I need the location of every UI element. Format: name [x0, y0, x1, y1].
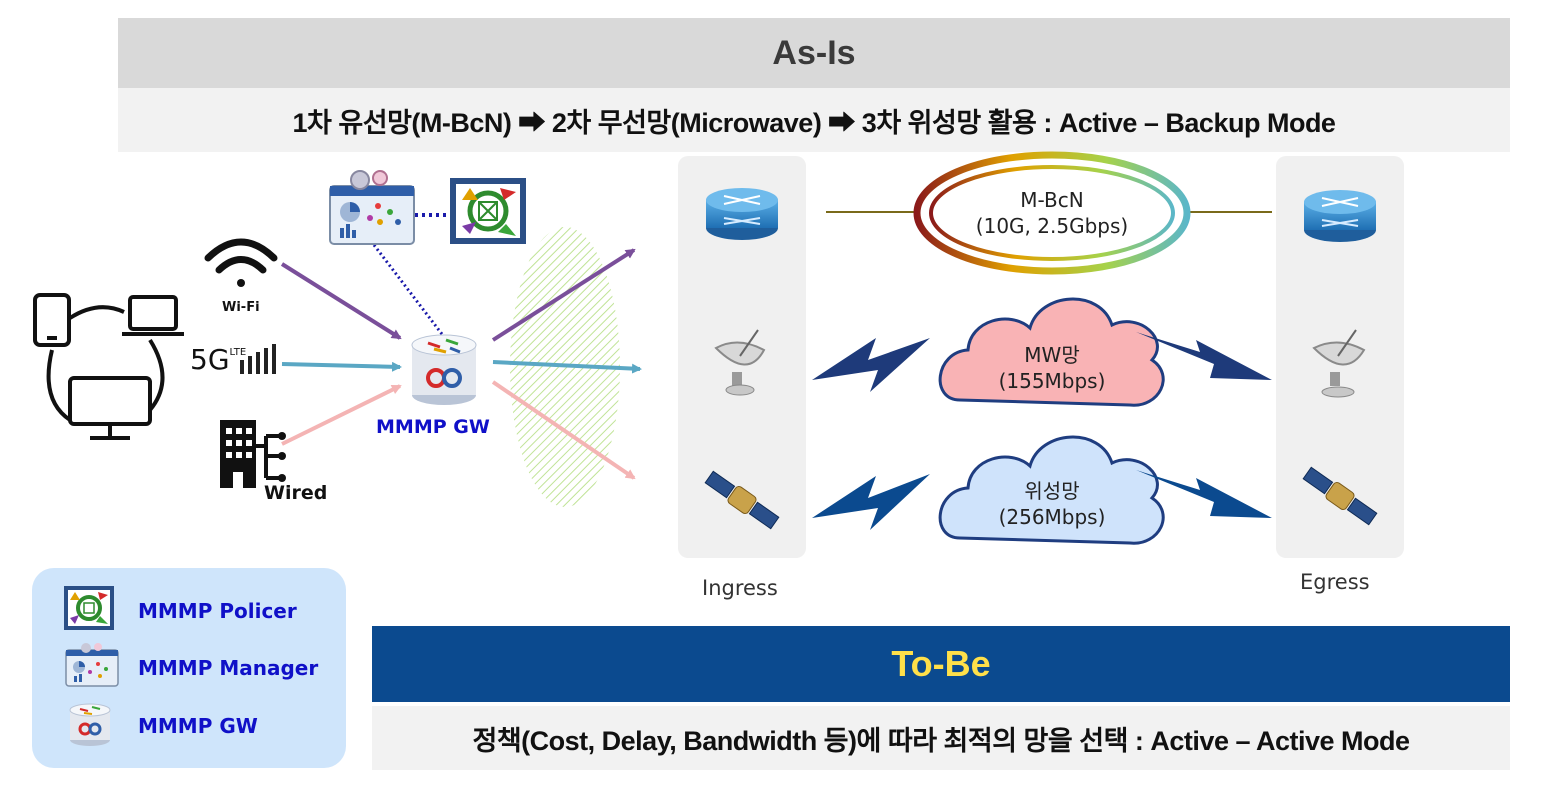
cellular-label: 5GLTE	[190, 343, 246, 376]
legend-gateway-label: MMMP GW	[138, 714, 258, 738]
satellite-name: 위성망	[1024, 479, 1080, 503]
wifi-label: Wi-Fi	[222, 300, 260, 315]
gateway-label: MMMP GW	[376, 416, 490, 438]
egress-label: Egress	[1300, 570, 1370, 594]
mw-label: MW망 (155Mbps)	[952, 342, 1152, 394]
legend-manager-icon	[65, 643, 119, 687]
to-be-description-band: 정책(Cost, Delay, Bandwidth 등)에 따라 최적의 망을 …	[372, 706, 1510, 770]
cellular-sup: LTE	[229, 347, 247, 358]
mw-bolt-left	[812, 338, 930, 392]
ingress-router-icon	[706, 188, 778, 240]
legend-gateway-icon	[69, 703, 111, 746]
satellite-detail: (256Mbps)	[998, 505, 1106, 529]
cellular-path-arrow	[281, 361, 402, 372]
legend-panel: MMMP Policer MMMP Manager MMMP GW	[32, 568, 346, 768]
egress-router-icon	[1304, 190, 1376, 242]
legend-policer-label: MMMP Policer	[138, 599, 297, 623]
ingress-label: Ingress	[702, 576, 778, 600]
wired-path-arrow	[281, 384, 402, 446]
gw-out-arrow-bottom	[491, 380, 636, 480]
sat-bolt-left	[812, 474, 930, 530]
satellite-label: 위성망 (256Mbps)	[952, 478, 1152, 530]
as-is-description: 1차 유선망(M-BcN) ➡ 2차 무선망(Microwave) ➡ 3차 위…	[292, 107, 1336, 138]
as-is-title: As-Is	[772, 33, 856, 72]
ingress-satellite-icon	[704, 470, 780, 530]
mbcn-detail: (10G, 2.5Gbps)	[975, 214, 1129, 238]
legend-manager-label: MMMP Manager	[138, 656, 319, 680]
gw-out-arrow-mid	[492, 360, 642, 374]
satellite-cloud	[938, 435, 1165, 545]
devices-icon	[33, 293, 184, 440]
mbcn-ring-inner	[929, 165, 1175, 261]
ingress-dish-icon	[714, 329, 766, 396]
as-is-title-band: As-Is	[118, 18, 1510, 88]
wired-label: Wired	[264, 482, 328, 504]
signal-bars-icon	[240, 344, 276, 374]
mbcn-name: M-BcN	[1020, 188, 1084, 212]
mw-name: MW망	[1024, 343, 1080, 367]
manager-gw-link	[372, 244, 450, 343]
mw-cloud	[938, 297, 1165, 407]
egress-dish-icon	[1312, 329, 1366, 398]
legend-policer-icon	[64, 586, 114, 630]
cellular-generation: 5G	[190, 343, 230, 376]
to-be-description: 정책(Cost, Delay, Bandwidth 등)에 따라 최적의 망을 …	[472, 725, 1410, 756]
wifi-path-arrow	[280, 262, 402, 340]
egress-satellite-icon	[1302, 466, 1378, 526]
to-be-title: To-Be	[891, 643, 991, 684]
manager-icon	[329, 170, 415, 245]
as-is-description-band: 1차 유선망(M-BcN) ➡ 2차 무선망(Microwave) ➡ 3차 위…	[118, 88, 1510, 152]
policer-icon	[450, 178, 526, 244]
building-icon	[220, 420, 286, 488]
to-be-title-band: To-Be	[372, 626, 1510, 702]
sat-bolt-right	[1136, 470, 1272, 518]
wifi-icon	[204, 238, 278, 287]
gateway-icon	[411, 334, 477, 405]
mbcn-label: M-BcN (10G, 2.5Gbps)	[952, 187, 1152, 239]
gw-out-arrow-top	[491, 248, 636, 342]
mw-bolt-right	[1136, 332, 1272, 380]
mw-detail: (155Mbps)	[998, 369, 1106, 393]
